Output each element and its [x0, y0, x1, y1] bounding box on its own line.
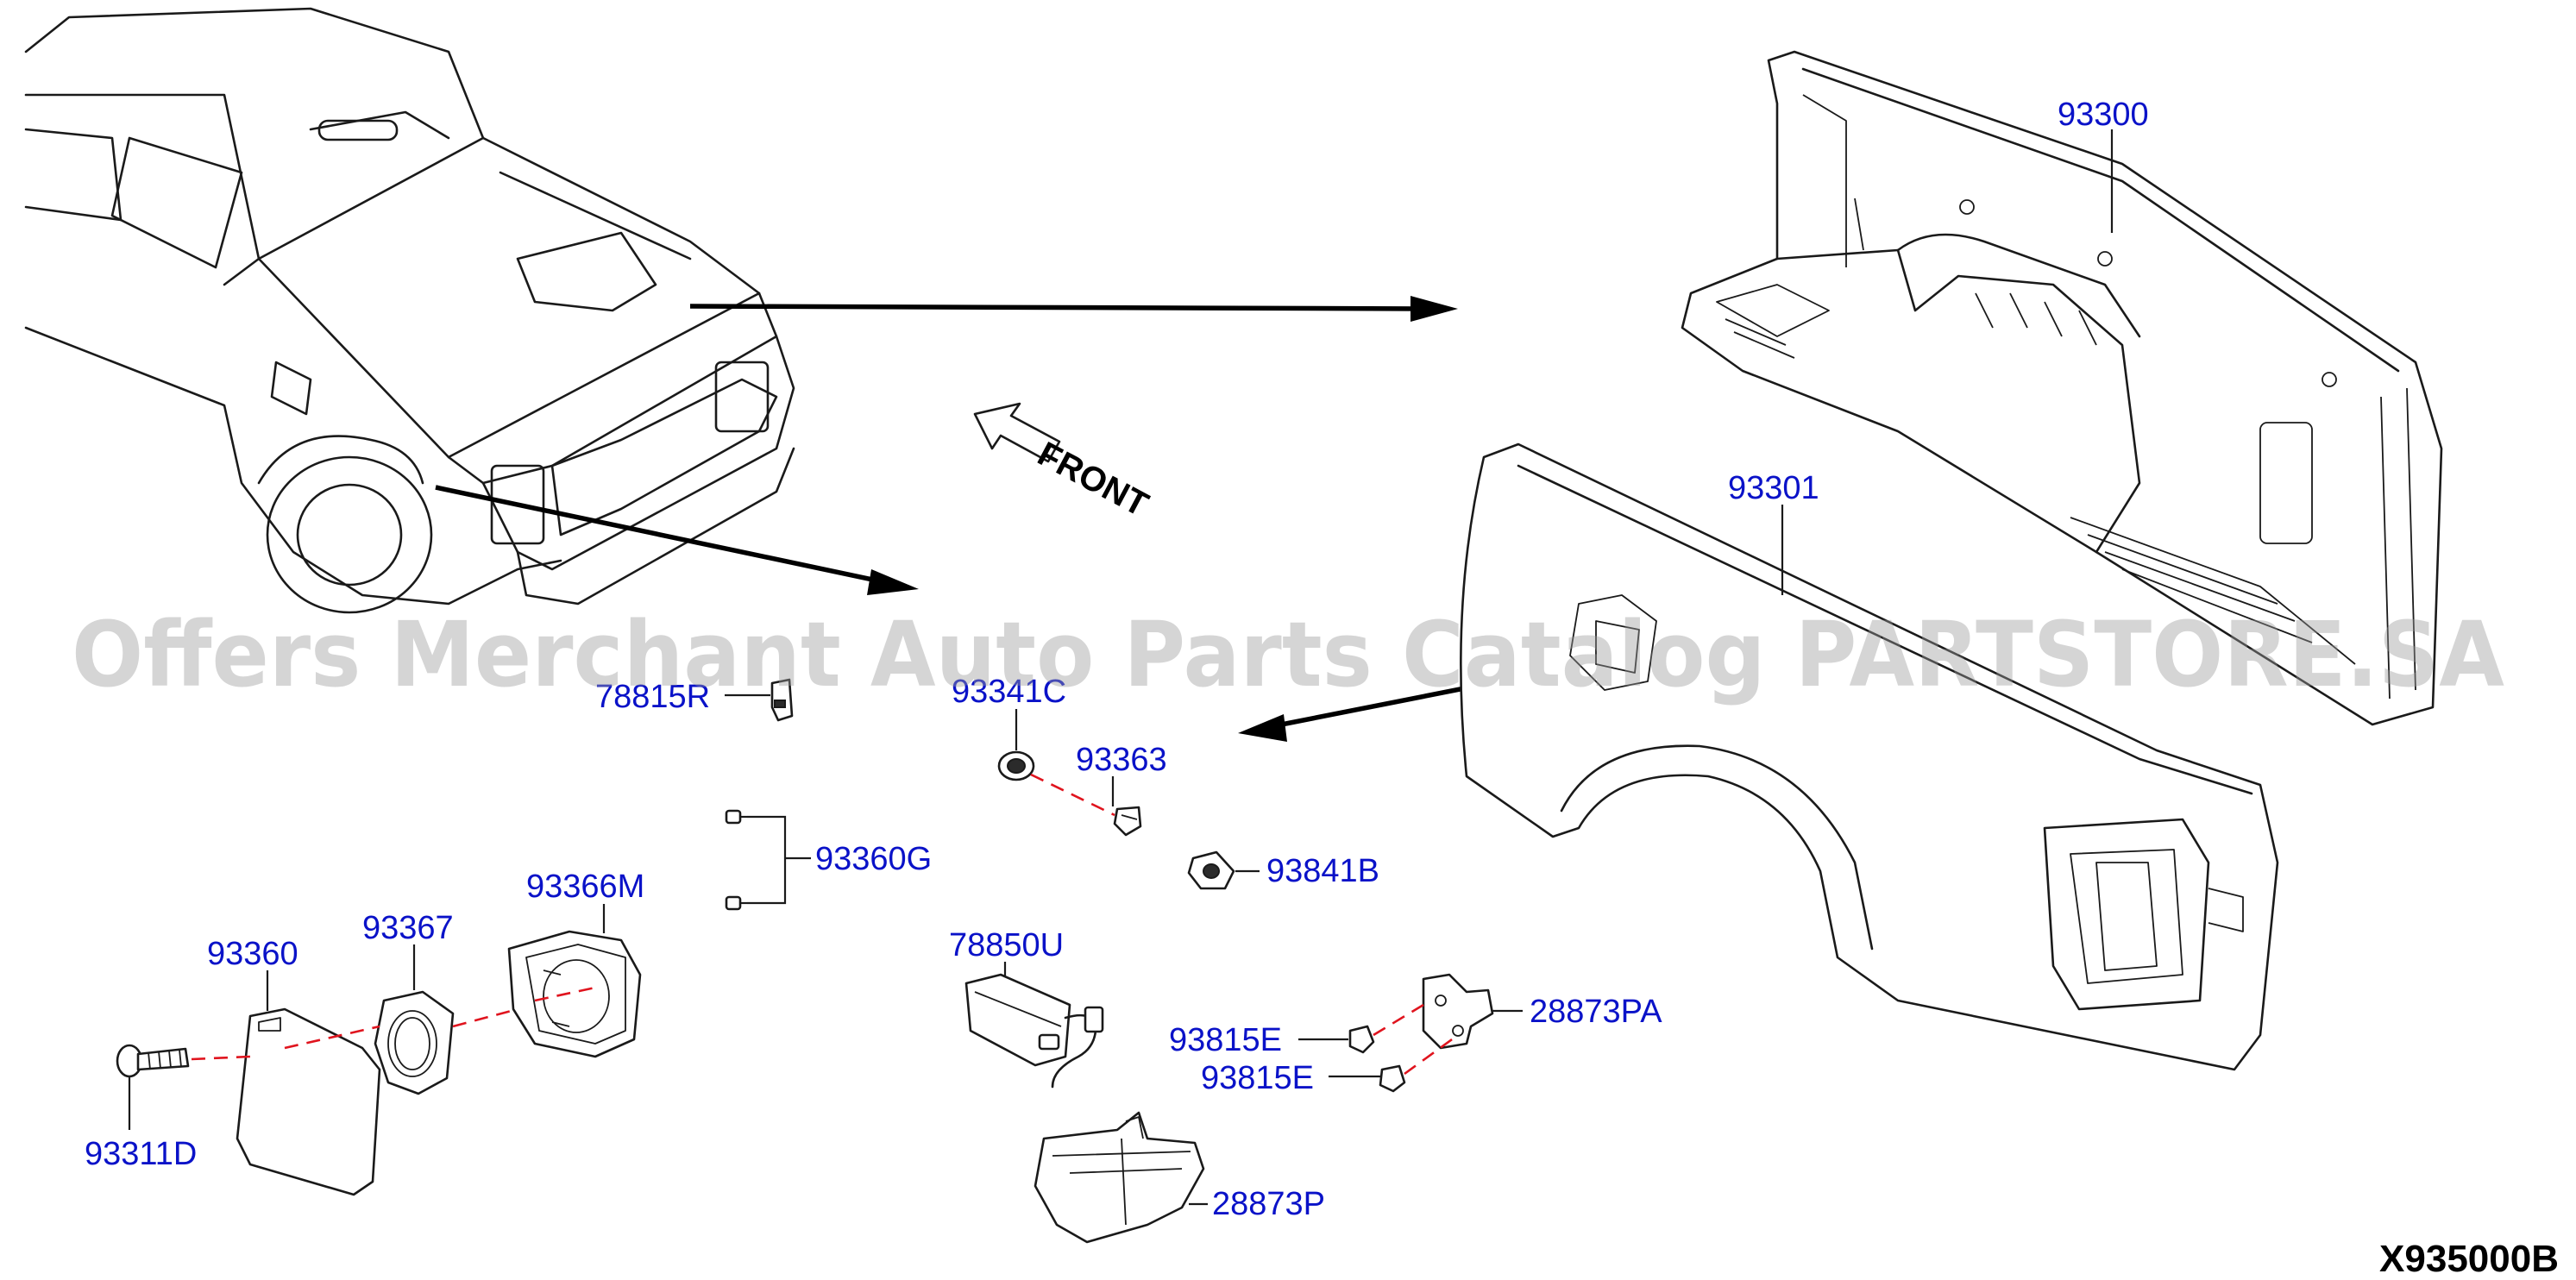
drawing-code: X935000B [2379, 1238, 2559, 1280]
label-93360: 93360 [207, 936, 298, 972]
label-93367: 93367 [362, 910, 454, 946]
callout-arrows [435, 296, 1640, 742]
label-28873P: 28873P [1212, 1186, 1325, 1222]
bracket-28873P [1034, 1111, 1205, 1244]
bracket-28873PA [1422, 973, 1494, 1050]
actuator-78850U [964, 973, 1104, 1089]
clip-78815R [770, 678, 794, 722]
screw-93311D [116, 1044, 190, 1078]
bed-inner-panel [1681, 50, 2443, 726]
gasket-93367 [374, 990, 455, 1095]
label-93363: 93363 [1076, 742, 1167, 778]
part-labels: 93300 93301 78815R 93341C 93363 93360G 9… [85, 97, 2149, 1222]
label-93341C: 93341C [952, 674, 1066, 710]
label-93841B: 93841B [1266, 853, 1379, 889]
label-93366M: 93366M [526, 869, 644, 905]
label-93360G: 93360G [815, 841, 932, 877]
label-93815E-lower: 93815E [1201, 1060, 1314, 1096]
bolt-93815E-upper [1348, 1025, 1375, 1054]
seal-93841B [1187, 850, 1235, 890]
clip-93363 [1113, 806, 1142, 837]
bolt-93360G-lower [725, 895, 747, 911]
grommet-93341C [997, 750, 1035, 781]
label-93311D: 93311D [85, 1136, 197, 1172]
label-28873PA: 28873PA [1530, 994, 1662, 1030]
bolt-93360G-upper [725, 809, 747, 825]
label-93815E-upper: 93815E [1169, 1022, 1282, 1058]
truck-overview [24, 7, 795, 614]
watermark: Offers Merchant Auto Parts Catalog PARTS… [72, 602, 2504, 707]
label-93301: 93301 [1728, 470, 1819, 506]
label-93300: 93300 [2058, 97, 2149, 133]
front-indicator: FRONT [973, 402, 1154, 524]
label-78815R: 78815R [595, 679, 710, 715]
bolt-93815E-lower [1379, 1064, 1406, 1093]
leader-lines [128, 129, 2114, 1206]
outer-fender-panel [1460, 442, 2279, 1071]
front-label: FRONT [1032, 435, 1154, 524]
label-78850U: 78850U [949, 927, 1064, 963]
fuel-lid-93360 [236, 1007, 381, 1196]
filler-housing-93366M [507, 930, 642, 1058]
